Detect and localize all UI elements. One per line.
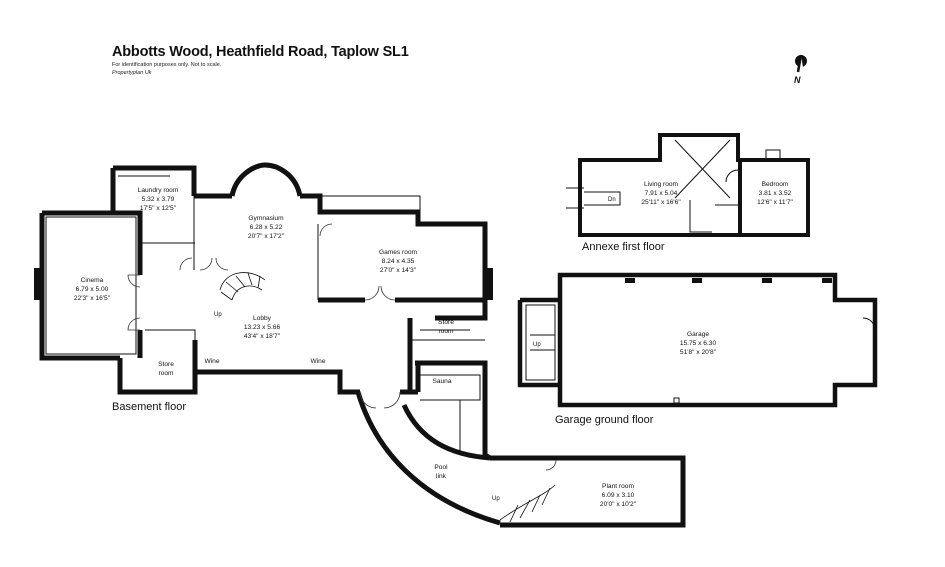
room-name-gym: Gymnasium: [248, 215, 284, 222]
compass-north-label: N: [794, 75, 801, 85]
room-store-left-line2: room: [158, 370, 174, 377]
room-metric-gym: 6.28 x 5.22: [250, 224, 283, 231]
room-imperial-gym: 20'7" x 17'2": [248, 233, 285, 240]
room-name-plant: Plant room: [602, 483, 634, 490]
door-swings: [127, 223, 557, 471]
room-imperial-games: 27'0" x 14'3": [380, 267, 417, 274]
floor-label-garage: Garage ground floor: [555, 414, 654, 426]
room-metric-cinema: 6.79 x 5.00: [76, 286, 109, 293]
garage-door-markers: [625, 278, 832, 283]
north-compass: N: [792, 50, 812, 90]
compass-arrow-icon: [795, 54, 807, 73]
room-store-left-line1: Store: [158, 361, 174, 368]
basement-walls: [39, 162, 686, 528]
stair-down-label-annexe: Dn: [608, 197, 616, 203]
room-imperial-cinema: 22'3" x 16'5": [74, 295, 111, 302]
room-metric-living: 7.91 x 5.04: [645, 190, 678, 197]
room-wine-right: Wine: [310, 358, 325, 365]
brand-logo: Propertyplan Uk: [112, 70, 152, 76]
room-store-right-line1: Store: [438, 319, 454, 326]
room-metric-bedroom: 3.81 x 3.52: [759, 190, 792, 197]
stair-up-label-pool: Up: [492, 496, 500, 502]
room-name-bedroom: Bedroom: [762, 181, 789, 188]
room-metric-laundry: 5.32 x 3.79: [142, 196, 175, 203]
annexe-interior: [566, 139, 781, 233]
staircases: [219, 272, 556, 523]
room-metric-garage: 15.75 x 6.30: [680, 340, 717, 347]
room-name-laundry: Laundry room: [138, 187, 179, 194]
room-imperial-laundry: 17'5" x 12'5": [140, 205, 177, 212]
room-pool-link-line1: Pool: [434, 464, 448, 471]
room-imperial-plant: 20'0" x 10'2": [600, 501, 637, 508]
stair-up-label-lobby: Up: [214, 312, 222, 318]
disclaimer-note: For identification purposes only. Not to…: [112, 62, 222, 68]
plan-header: Abbotts Wood, Heathfield Road, Taplow SL…: [112, 44, 409, 76]
basement-interior: [45, 175, 485, 455]
room-metric-games: 8.24 x 4.35: [382, 258, 415, 265]
room-name-cinema: Cinema: [81, 277, 104, 284]
room-imperial-garage: 51'8" x 20'8": [680, 349, 717, 356]
room-name-living: Living room: [644, 181, 679, 188]
room-sauna: Sauna: [432, 378, 451, 385]
room-imperial-bedroom: 12'6" x 11'7": [757, 199, 793, 206]
room-metric-lobby: 13.23 x 5.66: [244, 324, 281, 331]
room-store-right-line2: room: [438, 328, 454, 335]
garage-walls: [517, 272, 878, 408]
floor-label-annexe: Annexe first floor: [582, 241, 665, 253]
room-metric-plant: 6.09 x 3.10: [602, 492, 635, 499]
room-name-lobby: Lobby: [253, 315, 272, 322]
room-name-garage: Garage: [687, 331, 709, 338]
room-imperial-living: 25'11" x 16'6": [641, 199, 681, 206]
page-title: Abbotts Wood, Heathfield Road, Taplow SL…: [112, 44, 409, 60]
room-name-games: Games room: [379, 249, 418, 256]
room-pool-link-line2: link: [436, 473, 447, 480]
room-wine-left: Wine: [204, 358, 219, 365]
stair-up-label-garage: Up: [533, 342, 541, 348]
garage-interior: [525, 304, 876, 404]
annexe-walls: [578, 133, 810, 237]
floor-label-basement: Basement floor: [112, 401, 186, 413]
room-imperial-lobby: 43'4" x 18'7": [244, 333, 281, 340]
